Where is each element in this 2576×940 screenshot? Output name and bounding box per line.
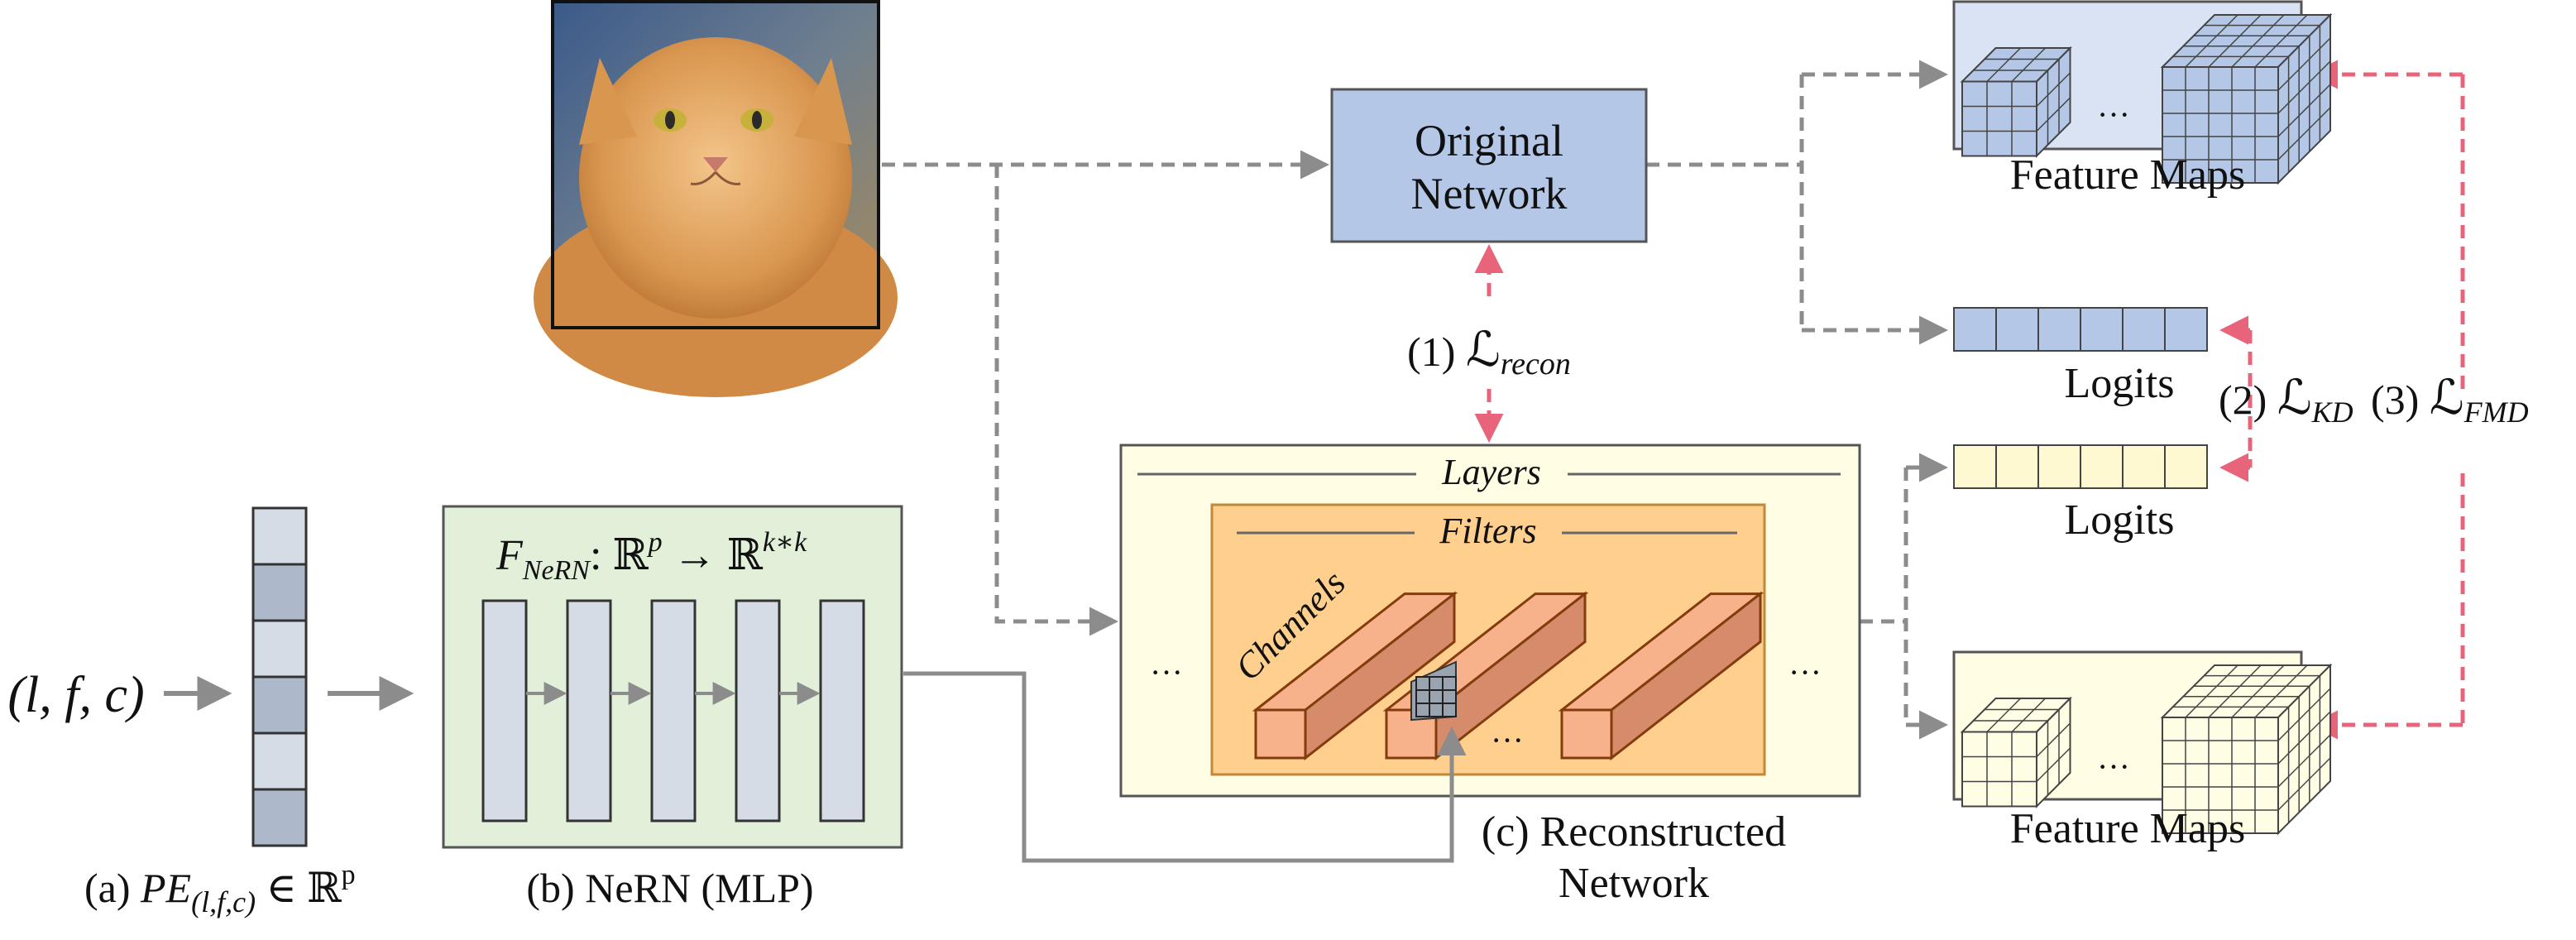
mlp-layer [481,599,528,822]
filter-3-front [1560,708,1613,760]
filter-1-front [1254,708,1307,760]
logit-bottom-cell [1953,444,1997,489]
logit-bottom-cell [1995,444,2039,489]
feature-maps-bottom-label: Feature Maps [2010,805,2245,852]
logit-top-cell [2122,307,2166,352]
original-network-label-line2: Network [1411,169,1568,218]
pe-cell [251,563,308,622]
cube-top-small-front [1961,80,2037,157]
cube-bottom-large-side [2277,663,2331,836]
feature-cube-large-bottom [2160,663,2333,836]
logit-top-cell [2164,307,2208,352]
pe-cell [251,731,308,791]
logits-top: Logits [1953,307,2208,407]
feature-maps-ellipsis-top: ··· [2097,96,2130,133]
logit-top-cell [2037,307,2081,352]
logit-bottom-cell [2080,444,2124,489]
logit-bottom-cell [2037,444,2081,489]
feature-maps-top-label: Feature Maps [2010,151,2245,199]
logit-bottom-cell [2122,444,2166,489]
kernel-grid-cell [1442,689,1457,704]
logit-top-cell [2080,307,2124,352]
feature-maps-top: ··· Feature Maps [1952,0,2333,199]
kernel-grid-cell [1442,676,1457,691]
kernel-grid-cell [1415,676,1430,691]
filters-label: Filters [1439,511,1536,551]
loss-fmd-label: (3) ℒFMD [2371,371,2529,429]
filters-box: Filters Channels ··· [1210,503,1766,776]
mlp-layer [566,599,612,822]
feature-cube-small-top [1960,46,2072,158]
logit-top-cell [1953,307,1997,352]
nern-function: FNeRN: ℝp → ℝk∗k [496,527,807,586]
cube-top-large-front [2162,66,2279,184]
pe-cell [251,675,308,735]
original-network-box: Original Network [1330,88,1648,243]
pe-cell [251,788,308,847]
logits-bottom: Logits [1953,444,2208,544]
layers-ellipsis-right: ··· [1788,654,1822,691]
caption-a: (a) PE(l,f,c) ∈ ℝp [84,860,356,918]
kernel-grid-cell [1415,703,1430,717]
layers-ellipsis-left: ··· [1150,654,1183,691]
feature-maps-bottom: ··· Feature Maps [1952,650,2333,852]
cat-image [534,0,898,397]
kernel-grid-cell [1429,676,1444,691]
nern-mlp-box: FNeRN: ℝp → ℝk∗k [442,505,903,849]
logit-bottom-cell [2164,444,2208,489]
mlp-layer [735,599,781,822]
loss-recon-label: (1) ℒrecon [1407,323,1571,381]
pe-cell [251,619,308,679]
cube-bottom-small-front [1961,731,2037,808]
feature-cube-small-bottom [1960,696,2072,808]
kernel-grid-cell [1415,689,1430,704]
reconstructed-network: Layers Filters Channels ··· ··· ··· [1119,444,1861,798]
feature-cube-large-top [2160,12,2333,185]
caption-c-line2: Network [1559,860,1709,907]
filters-ellipsis: ··· [1491,722,1524,759]
positional-encoding-vector [251,506,308,847]
caption-c-line1: (c) Reconstructed [1482,808,1786,856]
mlp-layer [819,599,865,822]
logit-top-cell [1995,307,2039,352]
logits-bottom-label: Logits [2065,496,2175,544]
data-flow-arrows [882,60,1948,740]
layers-label: Layers [1441,452,1541,492]
caption-b: (b) NeRN (MLP) [526,865,813,911]
cube-top-large-side [2277,12,2331,185]
logits-top-label: Logits [2065,360,2175,407]
nern-output-arrow [903,671,1467,863]
loss-arrows [1474,60,2465,740]
feature-maps-ellipsis-bottom: ··· [2097,748,2130,785]
loss-kd-label: (2) ℒKD [2219,371,2353,429]
original-network-label-line1: Original [1415,116,1563,165]
kernel-grid-cell [1429,703,1444,717]
pe-cell [251,506,308,566]
input-tuple: (l, f, c) [7,667,144,723]
mlp-layer [650,599,697,822]
kernel-grid-cell [1442,703,1457,717]
kernel-grid-cell [1429,689,1444,704]
